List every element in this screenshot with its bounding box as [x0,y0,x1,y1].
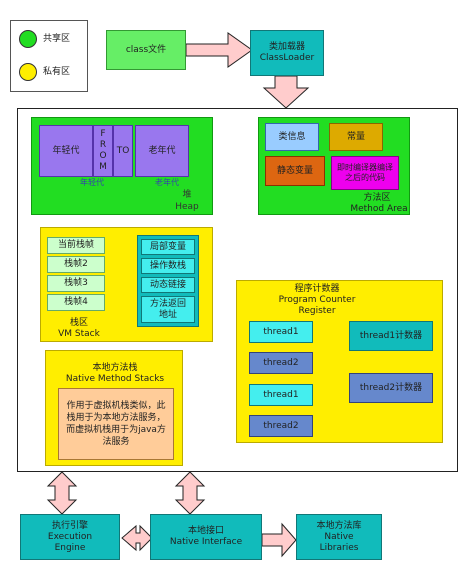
native-interface-box: 本地接口 Native Interface [150,514,262,560]
vm-stack-cn: 栈区 [69,318,88,328]
heap-to-box: TO [113,125,133,177]
native-libraries-en2: Libraries [319,542,359,553]
runtime-data-area [17,108,458,472]
pc-title-cn: 程序计数器 [294,284,340,294]
pc-counter-label: thread1计数器 [359,330,423,341]
execution-engine-box: 执行引擎 Execution Engine [20,514,120,560]
legend-shared-dot [19,30,37,48]
execution-engine-en1: Execution [47,531,93,542]
native-libraries-cn: 本地方法库 [316,520,362,531]
pc-register-area: 程序计数器 Program Counter Register thread1 t… [236,280,443,443]
stack-frame-label: 栈帧2 [64,259,88,269]
stack-frame-label: 栈帧4 [64,297,88,307]
native-stack-desc: 作用于虚拟机栈类似，此栈用于为本地方法服务，而虚拟机栈用于为java方法服务 [66,401,166,447]
frame-parts-container: 局部变量 操作数栈 动态链接 方法返回地址 [137,235,199,327]
method-area: 类信息 常量 静态变量 即时编译器编译之后的代码 方法区 Method Area [258,117,410,215]
legend: 共享区 私有区 [10,20,88,92]
native-stack-desc-box: 作用于虚拟机栈类似，此栈用于为本地方法服务，而虚拟机栈用于为java方法服务 [58,388,174,460]
jit-code-label: 即时编译器编译之后的代码 [337,163,393,182]
heap-young-box: 年轻代 [39,125,93,177]
frame-part-local-vars: 局部变量 [141,239,195,255]
frame-part-label: 局部变量 [149,241,186,252]
arrow-runtime-engine [46,471,78,515]
arrow-engine-interface [121,524,153,552]
heap-area: 年轻代 F R O M TO 老年代 年轻代 老年代 堆 Heap [31,117,213,215]
pc-thread-box: thread2 [249,352,313,374]
heap-from-letter: O [99,151,107,161]
pc-thread-box: thread1 [249,384,313,406]
pc-thread-label: thread1 [263,326,299,337]
class-loader-box: 类加载器 ClassLoader [250,30,324,76]
heap-from-letter: R [99,140,107,150]
stack-frame: 栈帧4 [47,294,105,311]
frame-part-return-addr: 方法返回地址 [141,296,195,323]
jit-code-box: 即时编译器编译之后的代码 [331,156,399,190]
heap-to-label: TO [116,145,130,156]
legend-private-label: 私有区 [43,67,71,77]
pc-thread-label: thread2 [263,357,299,368]
frame-part-label: 方法返回地址 [149,298,186,320]
frame-part-dynamic-link: 动态链接 [141,277,195,293]
heap-old-arrow-label: 老年代 [155,178,179,187]
static-vars-label: 静态变量 [276,165,313,176]
frame-part-label: 操作数栈 [149,260,186,271]
execution-engine-cn: 执行引擎 [51,520,88,531]
heap-from-letter: F [100,129,106,139]
vm-stack-area: 当前栈帧 栈帧2 栈帧3 栈帧4 局部变量 操作数栈 动态链接 方法返回地址 栈… [40,227,213,342]
arrow-loader-to-runtime [262,75,310,109]
stack-frame-label: 栈帧3 [64,278,88,288]
heap-label-cn: 堆 [182,190,192,200]
stack-frame-current: 当前栈帧 [47,237,105,254]
class-loader-cn: 类加载器 [268,42,305,52]
constants-box: 常量 [329,123,383,151]
pc-counter-label: thread2计数器 [359,382,423,393]
execution-engine-en2: Engine [54,542,86,553]
heap-from-letter: M [99,162,107,172]
constants-label: 常量 [346,131,365,142]
native-libraries-en1: Native [324,531,354,542]
class-info-box: 类信息 [265,123,319,151]
class-info-label: 类信息 [278,131,306,142]
pc-thread-label: thread2 [263,420,299,431]
pc-thread-box: thread1 [249,321,313,343]
pc-thread-label: thread1 [263,389,299,400]
pc-title-en2: Register [298,306,336,316]
heap-label-en: Heap [175,202,199,212]
heap-young-label: 年轻代 [52,145,80,156]
pc-thread-box: thread2 [249,415,313,437]
class-file-box: class文件 [106,30,186,70]
arrow-classfile-to-loader [185,32,253,68]
stack-frame-label: 当前栈帧 [57,240,94,250]
frame-part-operand-stack: 操作数栈 [141,258,195,274]
heap-from-box: F R O M [93,125,113,177]
native-stack-en: Native Method Stacks [65,374,165,384]
method-area-cn: 方法区 [363,193,391,203]
stack-frame: 栈帧3 [47,275,105,292]
pc-counter-box: thread1计数器 [349,321,433,351]
frame-part-label: 动态链接 [149,279,186,290]
method-area-en: Method Area [350,204,408,214]
native-interface-cn: 本地接口 [187,526,224,536]
legend-private-dot [19,63,37,81]
arrow-runtime-interface [174,471,206,515]
class-file-label: class文件 [125,44,167,55]
native-stack-area: 本地方法栈 Native Method Stacks 作用于虚拟机栈类似，此栈用… [45,350,183,466]
class-loader-en: ClassLoader [259,53,315,63]
vm-stack-en: VM Stack [58,329,100,339]
static-vars-box: 静态变量 [265,156,325,186]
pc-counter-box: thread2计数器 [349,373,433,403]
native-stack-cn: 本地方法栈 [92,363,138,373]
pc-title-en1: Program Counter [278,295,356,305]
heap-old-label: 老年代 [148,145,176,156]
native-libraries-box: 本地方法库 Native Libraries [296,514,382,560]
native-interface-en: Native Interface [169,537,243,547]
heap-young-arrow-label: 年轻代 [80,178,104,187]
arrow-interface-libraries [261,522,297,558]
heap-old-box: 老年代 [135,125,189,177]
stack-frame: 栈帧2 [47,256,105,273]
legend-shared-label: 共享区 [43,34,71,44]
